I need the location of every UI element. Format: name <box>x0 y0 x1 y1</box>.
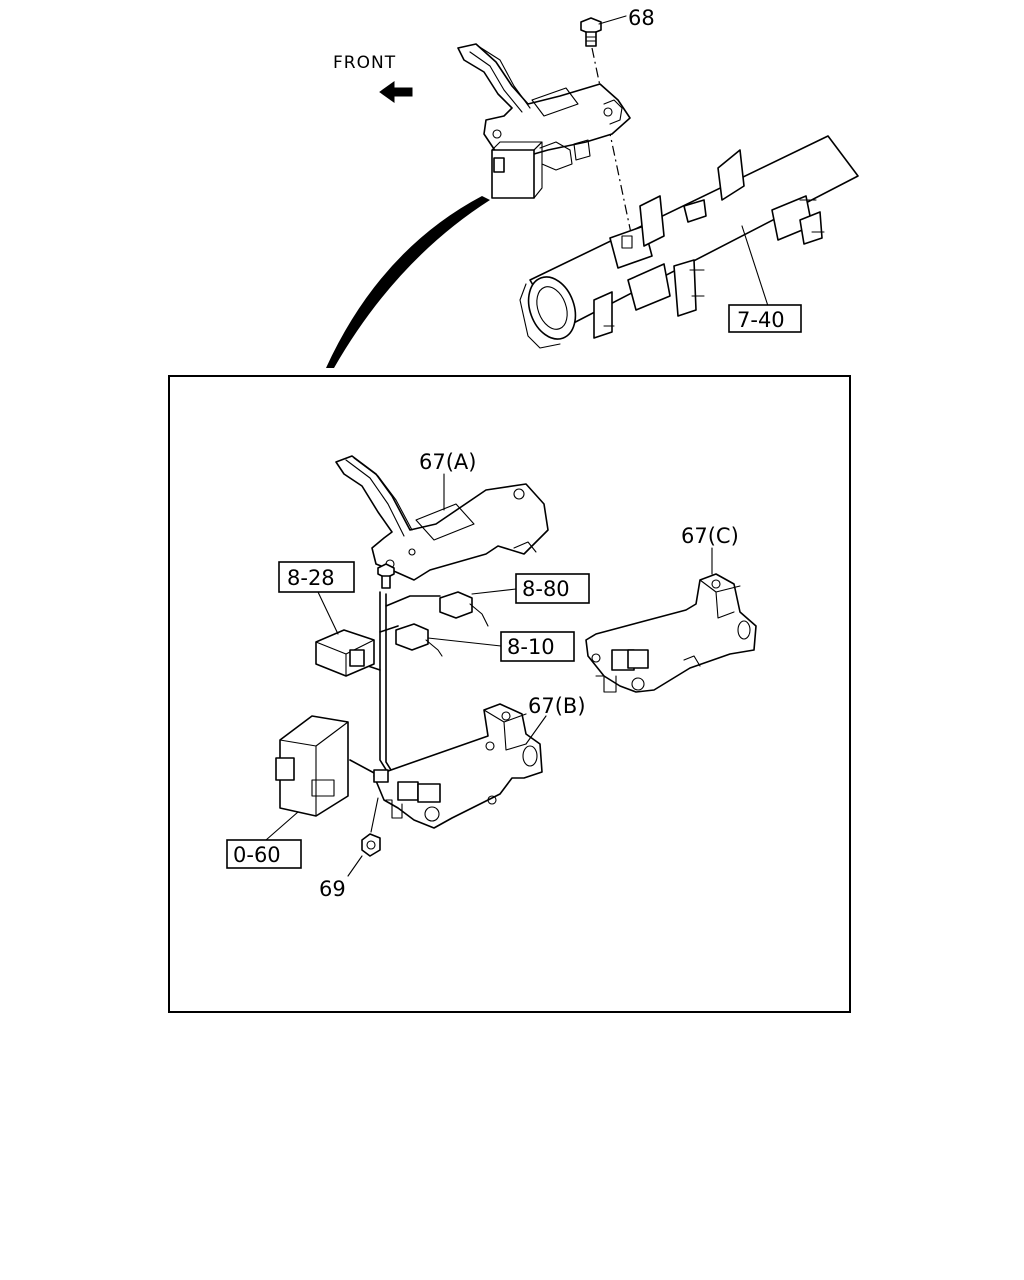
leader-8-80 <box>471 588 517 595</box>
callout-box-8-80 <box>515 573 590 604</box>
leader-8-10 <box>427 637 502 647</box>
callout-0-60: 0-60 <box>233 843 281 867</box>
callout-box-0-60 <box>226 839 302 869</box>
leader-0-60 <box>265 811 299 841</box>
callout-box-8-10 <box>500 631 575 662</box>
control-unit-0-60 <box>275 715 349 817</box>
bracket-67b <box>373 703 543 829</box>
leader-8-28 <box>317 591 339 635</box>
front-label: FRONT <box>333 53 396 73</box>
callout-box-8-28 <box>278 561 355 593</box>
callout-68: 68 <box>628 6 655 30</box>
bracket-67c <box>585 573 757 693</box>
callout-8-28: 8-28 <box>287 566 335 590</box>
callout-67b: 67(B) <box>528 694 586 718</box>
crossmember-tube <box>519 135 859 349</box>
bolt-axis-line <box>591 47 633 239</box>
leader-67b <box>525 715 547 745</box>
screw-icon <box>377 563 395 589</box>
detail-frame <box>168 375 851 1013</box>
callout-8-10: 8-10 <box>507 635 555 659</box>
callout-7-40: 7-40 <box>737 308 785 332</box>
callout-box-7-40 <box>728 304 802 333</box>
callout-67c: 67(C) <box>681 524 739 548</box>
front-arrow-icon <box>379 81 413 103</box>
top-bracket-assembly <box>457 43 631 199</box>
connector-8-10 <box>395 623 443 657</box>
callout-67a: 67(A) <box>419 450 476 474</box>
callout-8-80: 8-80 <box>522 577 570 601</box>
bolt-68-icon <box>580 15 627 47</box>
relay-8-28 <box>315 629 375 677</box>
callout-69: 69 <box>319 877 346 901</box>
curved-pointer-icon <box>326 196 490 368</box>
wire-harness <box>349 591 441 779</box>
nut-69-icon <box>361 797 381 857</box>
bracket-67a <box>335 455 549 581</box>
leader-69 <box>347 855 363 877</box>
leader-7-40 <box>741 225 769 307</box>
connector-8-80 <box>439 591 489 627</box>
